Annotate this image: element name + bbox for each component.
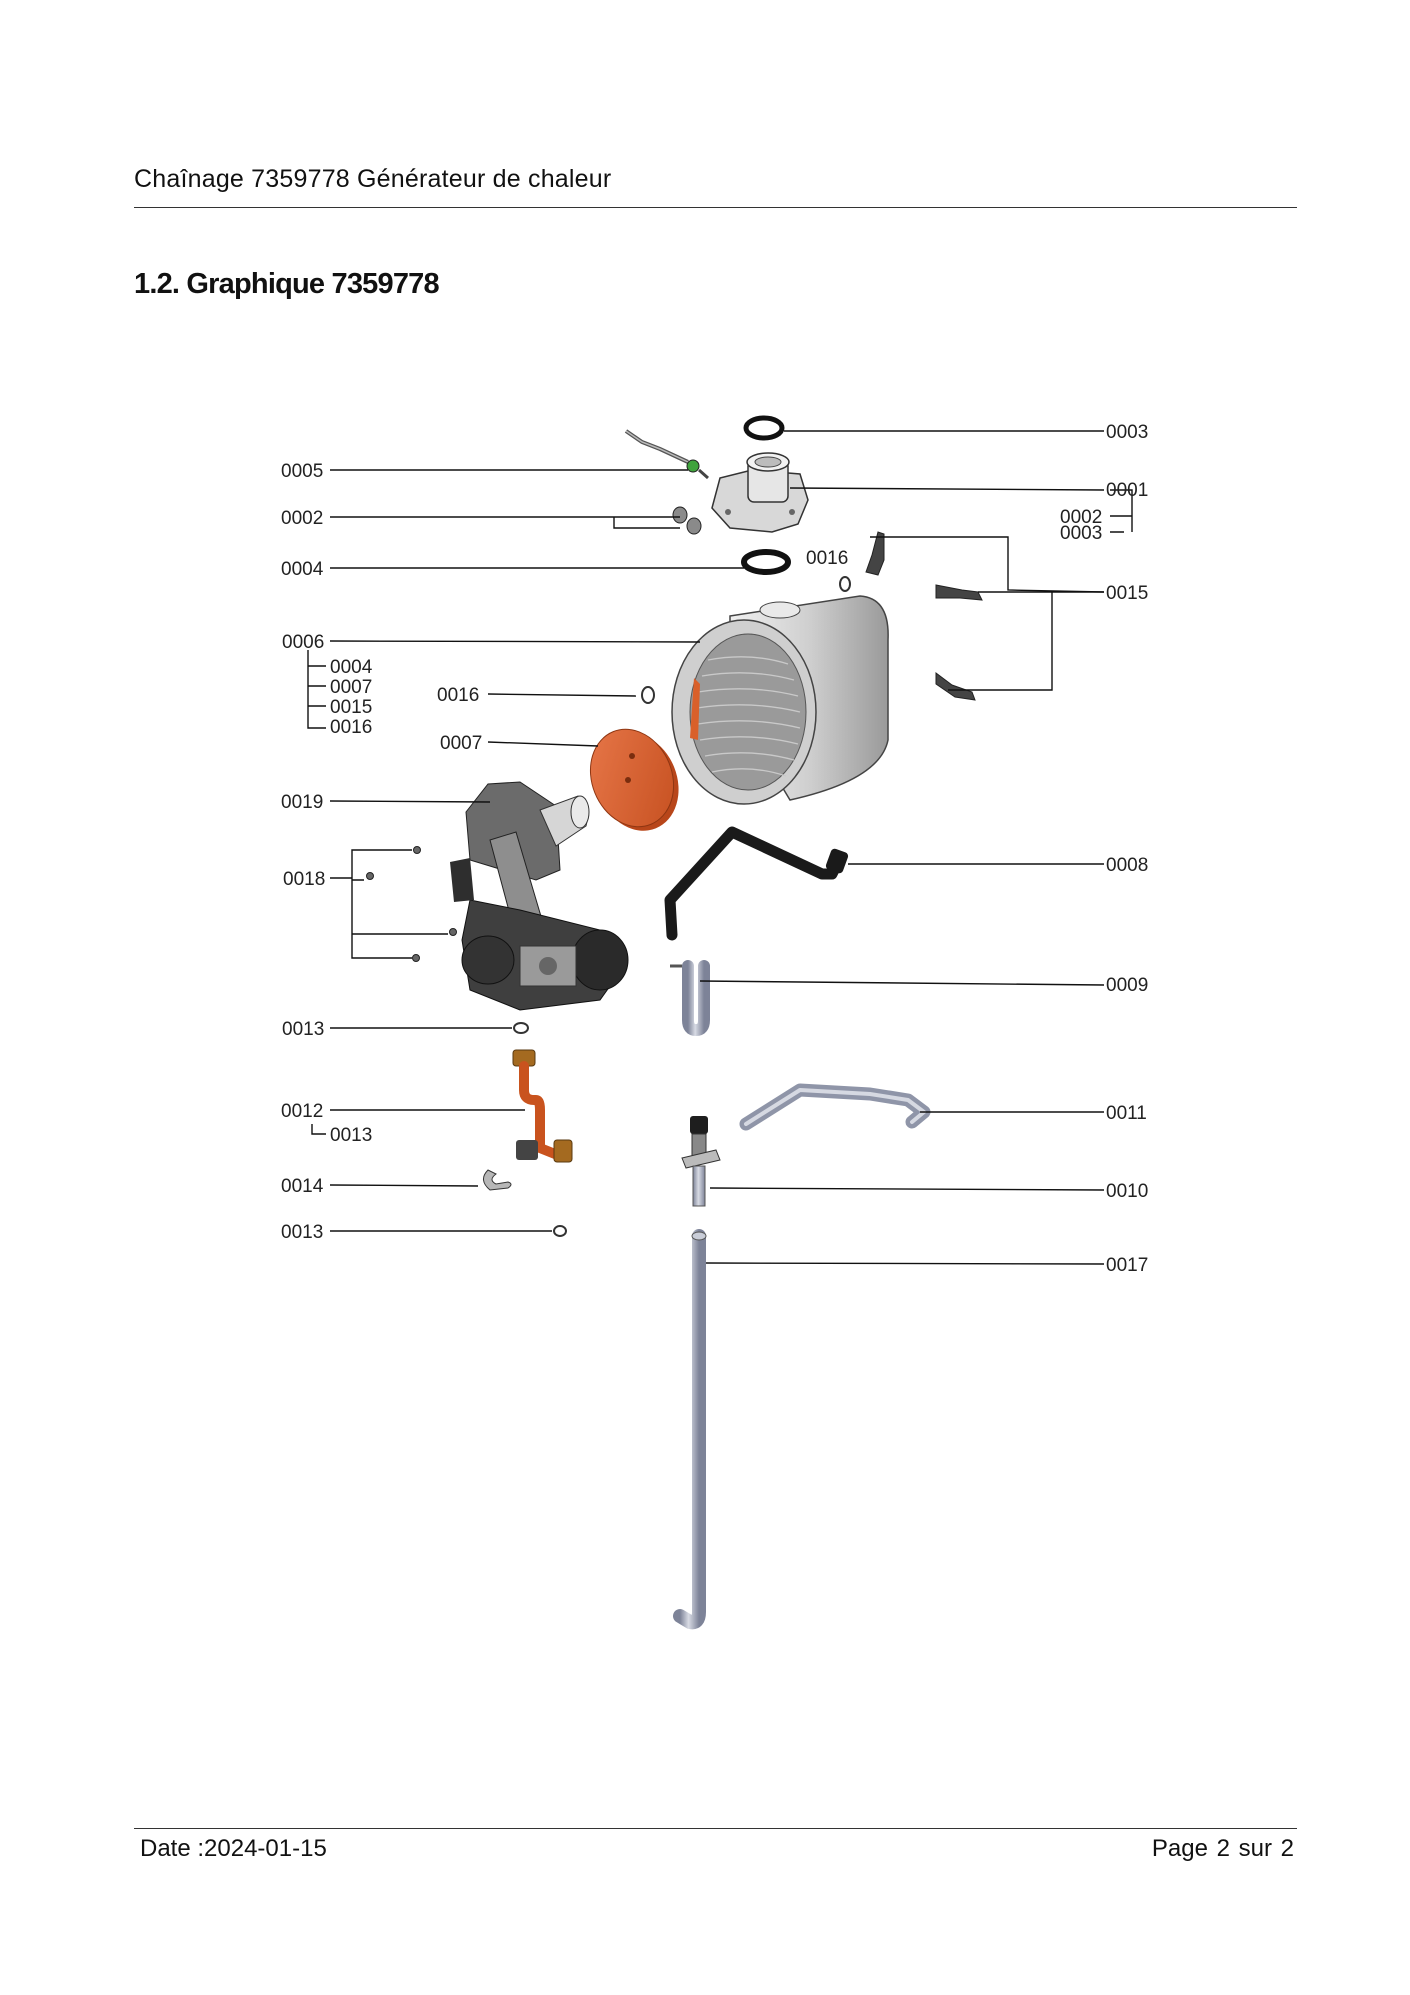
flange-0001-part: [711, 452, 809, 533]
label-0002: 0002: [281, 508, 323, 529]
section-heading: 1.2. Graphique 7359778: [134, 268, 440, 300]
label-0006-sub-0004: 0004: [330, 657, 373, 678]
footer-page-number: Page 2 sur 2: [1151, 1835, 1294, 1862]
hose-0008-end-part: [825, 848, 849, 874]
label-0016-top: 0016: [806, 548, 848, 569]
label-0017: 0017: [1106, 1255, 1148, 1276]
oring-0016-mid-part: [641, 686, 655, 704]
oring-0013-a-part: [513, 1022, 529, 1034]
label-0006-sub-0007: 0007: [330, 677, 372, 698]
label-0004: 0004: [281, 559, 324, 580]
footer-date: Date :2024-01-15: [140, 1835, 327, 1862]
cables-0015-part: [865, 531, 983, 701]
label-0014: 0014: [281, 1176, 324, 1197]
label-0018: 0018: [283, 869, 325, 890]
header-divider: [134, 207, 1297, 208]
label-0011: 0011: [1106, 1103, 1147, 1124]
fan-assembly-0019-part: [450, 781, 629, 1011]
label-0009: 0009: [1106, 975, 1148, 996]
gasket-0004-part: [741, 549, 791, 575]
sensor-0005-part: [624, 429, 709, 480]
label-0006: 0006: [282, 632, 324, 653]
insulation-disc-0007-part: [589, 728, 679, 831]
label-0015: 0015: [1106, 583, 1148, 604]
gasket-ring-0003-part: [743, 415, 785, 441]
label-0016-middle: 0016: [437, 685, 479, 706]
heat-exchanger-0006-part: [671, 595, 889, 805]
label-0010: 0010: [1106, 1181, 1148, 1202]
oring-0013-b-part: [553, 1225, 567, 1237]
screws-0002-part: [672, 506, 702, 535]
clip-0014-part: [483, 1169, 512, 1191]
footer-divider: [134, 1828, 1297, 1829]
connector-0010-part: [681, 1116, 721, 1207]
document-title: Chaînage 7359778 Générateur de chaleur: [134, 165, 612, 193]
label-0006-sub-0015: 0015: [330, 697, 372, 718]
label-0019: 0019: [281, 792, 323, 813]
label-0012-sub-0013: 0013: [330, 1125, 372, 1146]
label-0006-sub-0016: 0016: [330, 717, 372, 738]
tube-0011-highlight-part: [744, 1088, 926, 1126]
label-0008: 0008: [1106, 855, 1148, 876]
label-0013-lower: 0013: [281, 1222, 323, 1243]
label-0013-upper: 0013: [282, 1019, 324, 1040]
label-0001-sub-0002: 0002: [1060, 507, 1102, 528]
gas-pipe-0012-part: [512, 1049, 573, 1163]
screws-0018-part: [366, 846, 457, 962]
label-0001-sub-0003: 0003: [1060, 523, 1102, 544]
siphon-0009-part: [669, 960, 710, 1101]
hose-0008-part: [664, 826, 844, 941]
leader-lines: [307, 430, 1133, 1265]
drain-pipe-0017-part: [673, 1229, 707, 1630]
oring-0016-top-part: [839, 576, 851, 592]
label-0001: 0001: [1106, 480, 1148, 501]
label-0012: 0012: [281, 1101, 323, 1122]
label-0005: 0005: [281, 461, 323, 482]
label-0007: 0007: [440, 733, 482, 754]
label-0003: 0003: [1106, 422, 1148, 443]
